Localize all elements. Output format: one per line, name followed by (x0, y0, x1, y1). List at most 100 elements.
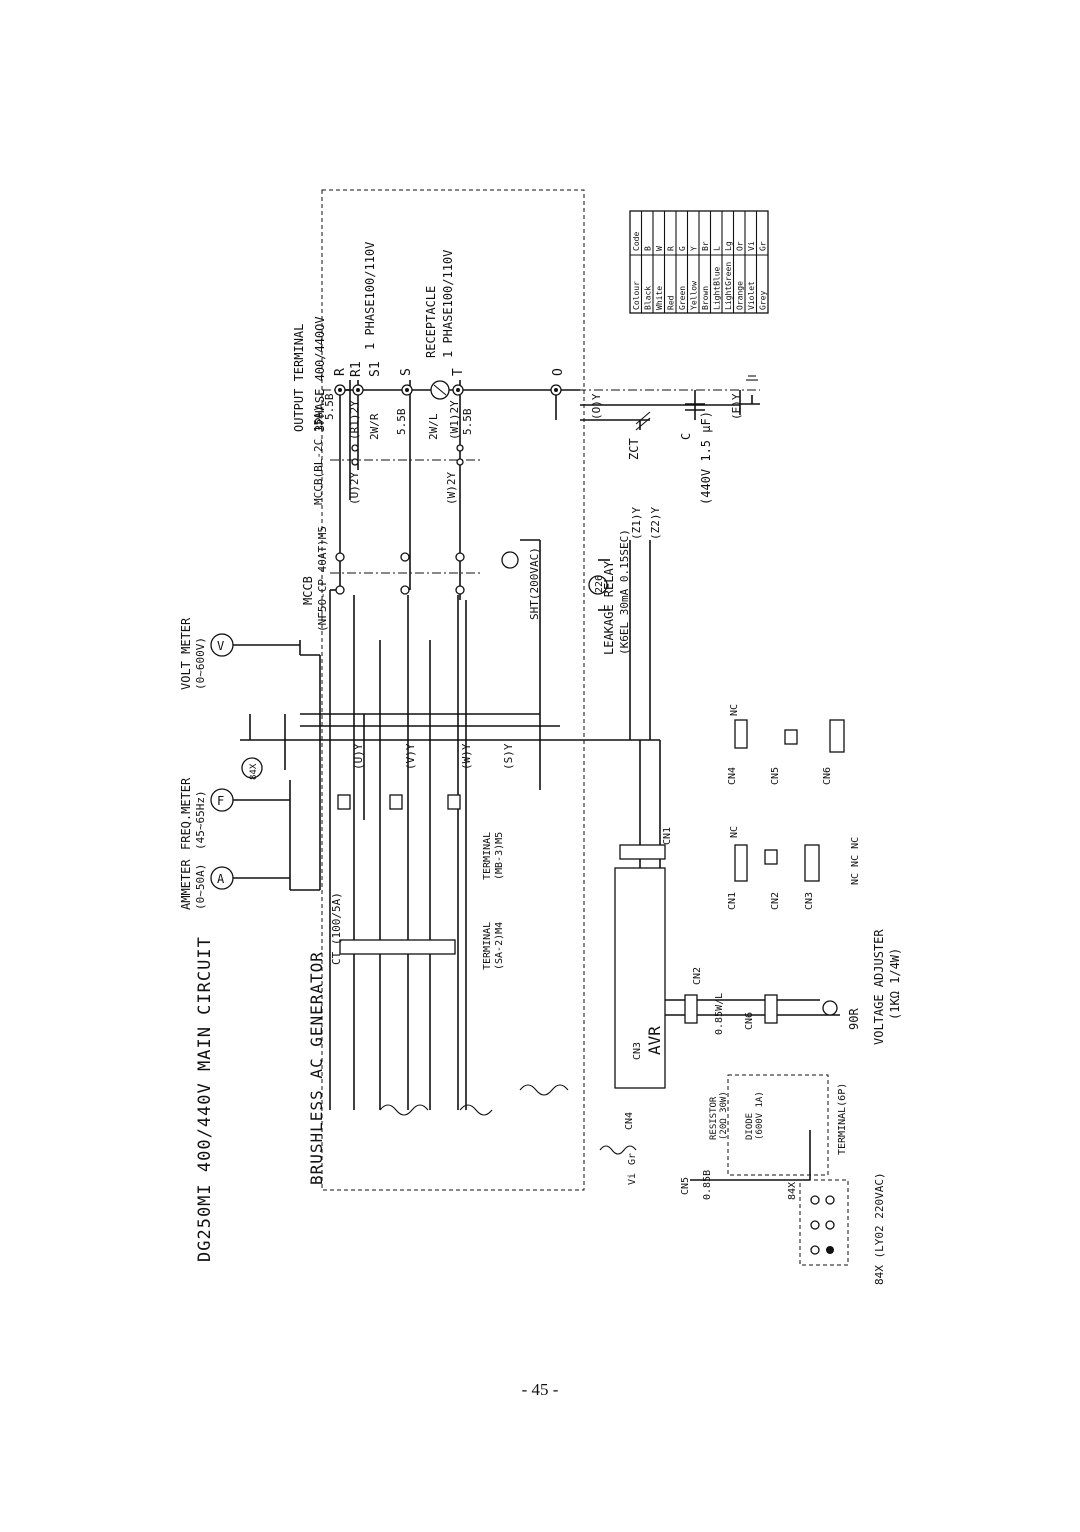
relay-84x-socket: 84X (LY02 220VAC) (799, 1172, 886, 1285)
volt-meter-range: (0~600V) (194, 637, 207, 690)
cn6-label: CN6 (744, 1012, 755, 1030)
mccb-small-wire: 5.5B (323, 393, 336, 420)
wire-vi: Vi (627, 1173, 638, 1185)
diode-title: DIODE (745, 1113, 755, 1140)
internal-wire-labels: (U)Y (V)Y (W)Y (S)Y Gr Vi CN3 CN4 CN5 CN… (352, 743, 755, 1195)
cn5-diagram-label: CN5 (770, 767, 781, 785)
cn5-label: CN5 (680, 1177, 691, 1195)
relay-84x-coil (241, 757, 263, 779)
terminal-6p-label: TERMINAL(6P) (837, 1083, 848, 1155)
volt-meter-title: VOLT METER (179, 617, 193, 690)
wire-oy: (O)Y (590, 393, 603, 420)
sht-label: SHT(200VAC) (528, 547, 541, 620)
capacitor-spec: (440V 1.5 μF) (699, 411, 713, 505)
relay-84x-title: 84X (LY02 220VAC) (873, 1172, 886, 1285)
mccb-main-title: MCCB (301, 576, 315, 605)
terminal-mb3-spec: (MB-3)M5 (494, 832, 505, 880)
excitation-circuit: RESISTOR (20Ω 30W) DIODE (600V 1A) TERMI… (690, 1074, 848, 1200)
colour-code: B (644, 246, 653, 251)
colour-code: Vi (747, 241, 756, 251)
wire-sy-mid: (S)Y (502, 743, 515, 770)
voltage-adjuster-ref: 90R (847, 1008, 861, 1030)
terminal-T: T (451, 368, 466, 376)
colour-table-header: Code (632, 232, 641, 251)
output-terminal-labels: OUTPUT TERMINAL 3PHASE 400/440OV R R1 S1… (292, 242, 566, 432)
wire-r1-2y: (R1)2Y (348, 400, 361, 440)
ct-block: CT (100/5A) TERMINAL (SA-2)M4 (330, 892, 505, 970)
terminal-S: S (399, 368, 414, 376)
colour-code-table: ColourCodeBlackBWhiteWRedRGreenGYellowYB… (629, 210, 769, 314)
cn6-diagram-label: CN6 (822, 767, 833, 785)
output-bus (322, 380, 760, 600)
wire-vy-mid: (V)Y (404, 743, 417, 770)
terminal-sa2-spec: (SA-2)M4 (494, 922, 505, 970)
terminal-R1: R1 (349, 361, 364, 377)
cn4-nc-label: NC (729, 704, 740, 716)
meters: V VOLT METER (0~600V) F FREQ.METER (45~6… (179, 617, 301, 910)
terminal-mb3: TERMINAL (MB-3)M5 (337, 794, 505, 880)
terminal-O: O (551, 368, 566, 376)
capacitor-title: C (679, 433, 693, 440)
wire-gr: Gr (627, 1153, 638, 1165)
wire-uy-mid: (U)Y (352, 743, 365, 770)
zct-capacitor: ZCT C (440V 1.5 μF) (627, 390, 713, 505)
cn2-wire-label: 0.85W/L (714, 993, 725, 1035)
output-wire-labels: MCCB(BL-2C 15A) 5.5B (U)2Y (R1)2Y 2W/R 5… (312, 393, 743, 540)
voltage-adjuster-spec: (1KΩ 1/4W) (888, 948, 902, 1020)
diode-spec: (600V 1A) (755, 1091, 765, 1140)
terminal-S1: S1 (368, 361, 383, 377)
cn1-nc-label: NC (729, 826, 740, 838)
freq-meter-range: (45~65Hz) (194, 790, 207, 850)
receptacle-title: RECEPTACLE (424, 286, 438, 358)
colour-code: Br (701, 241, 710, 251)
leakage-relay: 226 LEAKAGE RELAY (K6EL 30mA 0.15SEC) SH… (501, 529, 651, 790)
colour-code: Gr (759, 241, 768, 251)
avr-block: AVR CN1 (614, 740, 673, 1089)
ammeter-range: (0~50A) (194, 864, 207, 910)
colour-name: Grey (759, 291, 768, 310)
cn3-label: CN3 (632, 1042, 643, 1060)
freq-meter-title: FREQ.METER (179, 777, 193, 850)
output-terminal-row (334, 375, 758, 404)
colour-name: LightBlue (713, 266, 722, 310)
avr-label: AVR (645, 1026, 664, 1055)
meter-wiring (289, 654, 321, 891)
resistor-spec: (20Ω 30W) (719, 1091, 729, 1140)
mccb-main-spec: (NF50-CP 40AT)M5 (316, 526, 329, 632)
wire-ey: (E)Y (730, 393, 743, 420)
ammeter-letter: A (217, 872, 225, 886)
output-terminal-title: OUTPUT TERMINAL (292, 324, 306, 432)
voltage-adjuster-title: VOLTAGE ADJUSTER (872, 929, 886, 1045)
cn2-diagram-label: CN2 (770, 892, 781, 910)
wire-u2y: (U)2Y (348, 472, 361, 505)
colour-name: Green (678, 286, 687, 310)
wire-085b: 0.85B (702, 1170, 713, 1200)
relay-84x-contact-label: 84X (787, 1182, 798, 1200)
wire-55b-s: 5.5B (395, 408, 408, 435)
relay-226-label: 226 (594, 575, 605, 593)
colour-name: Red (667, 295, 676, 310)
generator-enclosure (321, 189, 585, 1191)
wire-wy-mid: (W)Y (460, 743, 473, 770)
ammeter-title: AMMETER (179, 859, 193, 910)
voltage-adjuster: 0.85W/L 90R VOLTAGE ADJUSTER (1KΩ 1/4W) (665, 929, 902, 1045)
colour-code: Y (690, 246, 699, 251)
cn3-diagram-label: CN3 (804, 892, 815, 910)
resistor-title: RESISTOR (709, 1096, 719, 1140)
wire-2wl: 2W/L (427, 413, 440, 440)
generator-title: BRUSHLESS AC GENERATOR (307, 951, 326, 1185)
colour-code: L (713, 246, 722, 251)
page-number: - 45 - (521, 1380, 559, 1399)
ct-label: CT (100/5A) (330, 892, 343, 965)
wire-w1-2y: (W1)2Y (448, 400, 461, 440)
mccb-small-title: MCCB(BL-2C 15A) (312, 406, 325, 505)
cn2-label: CN2 (692, 967, 703, 985)
connector-diagrams: CN1 CN2 CN3 CN4 CN5 CN6 NC NC NC NC NC (727, 704, 861, 910)
leakage-relay-title: LEAKAGE RELAY (602, 560, 616, 655)
volt-meter-letter: V (217, 639, 224, 653)
wire-55b-t: 5.5B (461, 408, 474, 435)
receptacle-spec: 1 PHASE100/110V (441, 250, 455, 358)
colour-name: LightGreen (724, 262, 733, 310)
